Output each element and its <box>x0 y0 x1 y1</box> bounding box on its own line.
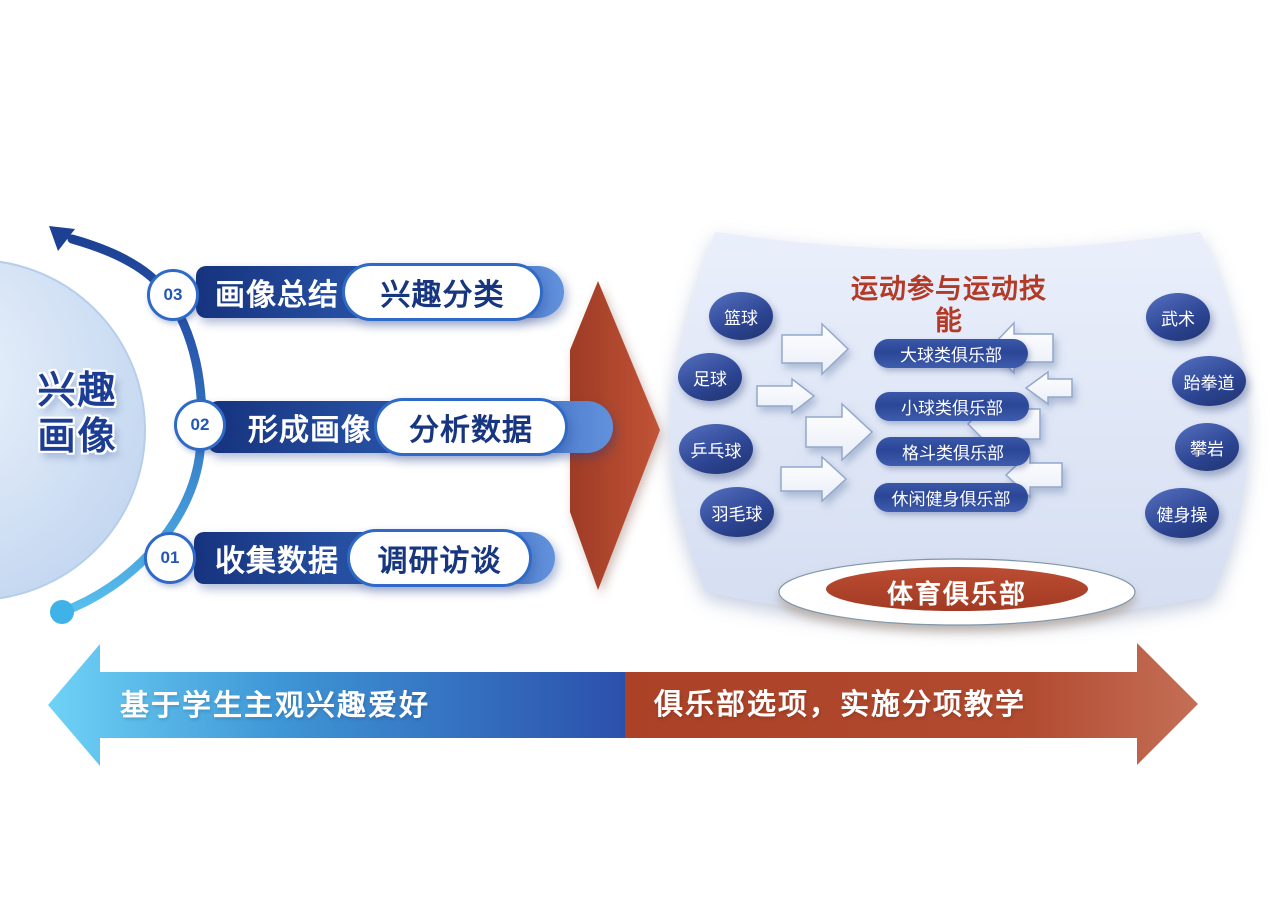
club-base-inner-ellipse <box>826 567 1088 611</box>
step-method-02: 分析数据 <box>374 398 568 456</box>
step-method-01: 调研访谈 <box>347 529 532 587</box>
step-action-02: 形成画像 <box>248 414 372 447</box>
sport-bubble-badminton: 羽毛球 <box>700 487 774 537</box>
sport-bubble-climbing: 攀岩 <box>1175 423 1239 471</box>
timeline-arrowhead-icon <box>49 226 75 251</box>
sport-bubble-aerobics: 健身操 <box>1145 488 1219 538</box>
step-action-03: 画像总结 <box>215 279 339 312</box>
sport-bubble-taekwondo: 跆拳道 <box>1172 356 1246 406</box>
sports-club-base-label: 体育俱乐部 <box>886 579 1027 609</box>
timeline-start-dot <box>50 600 74 624</box>
step-number-02: 02 <box>174 399 226 451</box>
interest-disc <box>0 260 146 600</box>
interest-profile-line1: 兴趣 <box>37 370 118 412</box>
sport-bubble-wushu: 武术 <box>1146 293 1210 341</box>
step-number-03: 03 <box>147 269 199 321</box>
flow-arrow-right-icon <box>781 322 850 376</box>
flow-arrow-right-icon <box>780 455 848 503</box>
center-flow-arrow-icon <box>570 281 660 590</box>
club-pill-combat: 格斗类俱乐部 <box>876 437 1030 466</box>
panel-title: 运动参与运动技能 <box>851 274 1047 336</box>
bottom-arrow-left-icon <box>48 644 625 766</box>
flow-arrow-left-icon <box>1024 370 1073 406</box>
sport-bubble-tabletennis: 乒乓球 <box>679 424 753 474</box>
club-pill-fitness: 休闲健身俱乐部 <box>874 483 1028 512</box>
bottom-left-caption: 基于学生主观兴趣爱好 <box>119 690 430 722</box>
club-panel-shape <box>670 232 1248 621</box>
interest-profile-line2: 画像 <box>37 416 118 458</box>
flow-arrow-right-icon <box>805 402 874 462</box>
timeline-arc <box>57 234 207 617</box>
sport-bubble-football: 足球 <box>678 353 742 401</box>
step-number-01: 01 <box>144 532 196 584</box>
bottom-right-caption: 俱乐部选项，实施分项教学 <box>653 689 1026 721</box>
bottom-arrow-right-icon <box>625 643 1198 765</box>
interest-profile-label: 兴趣 画像 <box>15 368 140 460</box>
club-pill-smallball: 小球类俱乐部 <box>875 392 1029 421</box>
sport-bubble-basketball: 篮球 <box>709 292 773 340</box>
club-pill-bigball: 大球类俱乐部 <box>874 339 1028 368</box>
flow-arrow-right-icon <box>756 377 816 415</box>
step-action-01: 收集数据 <box>215 545 339 578</box>
step-method-03: 兴趣分类 <box>342 263 543 321</box>
